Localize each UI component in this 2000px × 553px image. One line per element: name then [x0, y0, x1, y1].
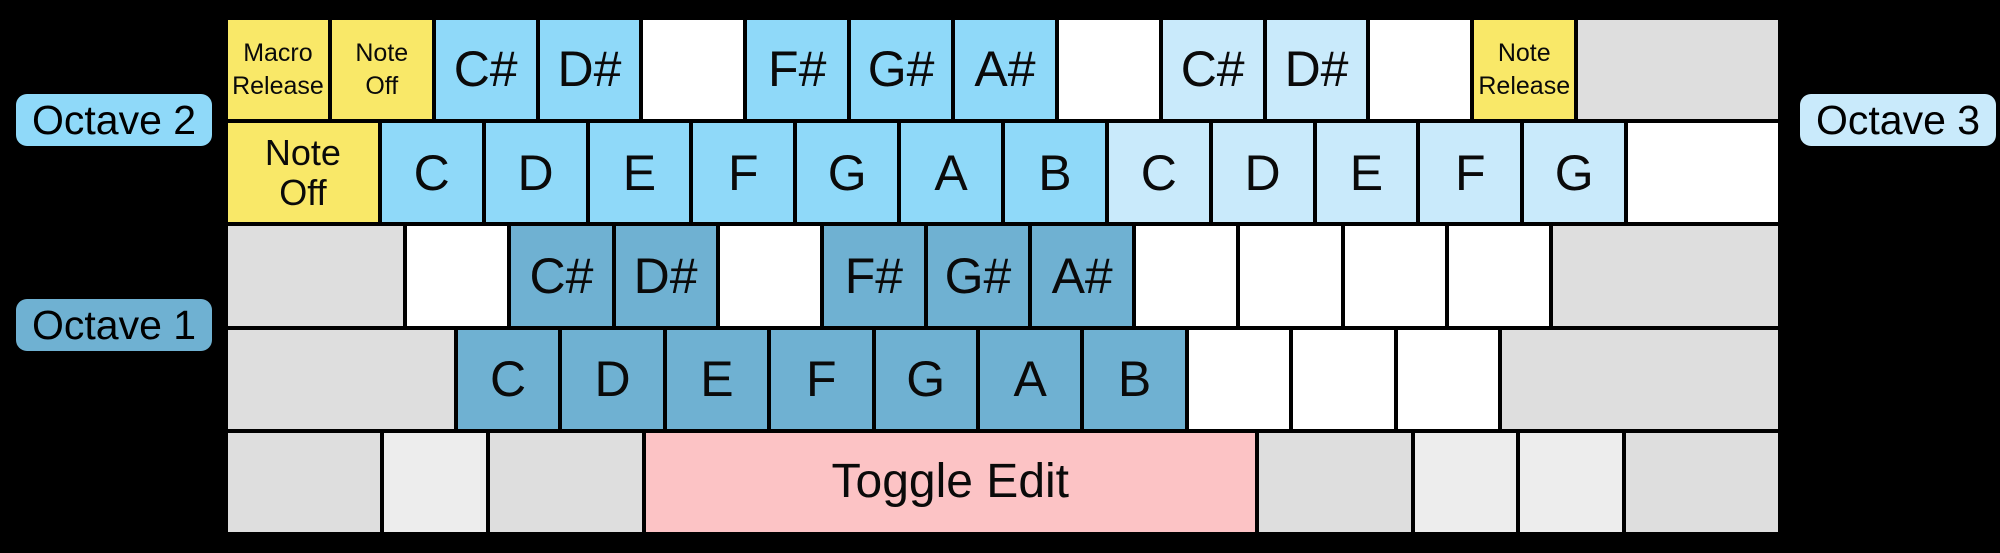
- key-note-g-oct3: G: [1522, 121, 1627, 225]
- key-blank: [405, 224, 510, 328]
- key-note-csharp-oct1: C#: [509, 224, 614, 328]
- octave-1-label: Octave 1: [16, 299, 213, 351]
- key-note-f-oct3: F: [1418, 121, 1523, 225]
- key-blank: [1626, 121, 1780, 225]
- key-macro-release: Macro Release: [226, 18, 330, 122]
- key-note-f-oct2: F: [691, 121, 796, 225]
- key-blank: [717, 224, 822, 328]
- key-blank: [1186, 327, 1292, 431]
- key-shift-left: [226, 327, 456, 431]
- key-blank: [1395, 327, 1500, 431]
- key-note-off: Note Off: [329, 18, 434, 122]
- key-note-e-oct3: E: [1314, 121, 1419, 225]
- key-note-fsharp-oct2: F#: [745, 18, 850, 122]
- key-blank: [1446, 224, 1551, 328]
- key-blank: [1056, 18, 1161, 122]
- key-menu: [1518, 430, 1624, 535]
- key-note-b-oct1: B: [1082, 327, 1187, 431]
- key-blank: [641, 18, 746, 122]
- keyboard-row-3: C#D# F#G#A#: [226, 224, 1781, 328]
- key-blank: [1238, 224, 1343, 328]
- key-note-asharp-oct2: A#: [953, 18, 1057, 122]
- key-note-a-oct2: A: [899, 121, 1003, 225]
- key-note-gsharp-oct1: G#: [925, 224, 1031, 328]
- octave-2-label: Octave 2: [16, 94, 213, 146]
- key-note-dsharp-oct1: D#: [613, 224, 718, 328]
- key-note-d-oct3: D: [1210, 121, 1315, 225]
- key-capslock: [226, 224, 406, 328]
- key-note-g-oct2: G: [795, 121, 900, 225]
- key-note-c-oct1: C: [455, 327, 561, 431]
- key-note-dsharp-oct2: D#: [537, 18, 642, 122]
- key-note-f-oct1: F: [769, 327, 874, 431]
- key-note-asharp-oct1: A#: [1030, 224, 1135, 328]
- octave-3-label: Octave 3: [1800, 94, 1997, 146]
- key-blank: [1342, 224, 1447, 328]
- keyboard-row-5: Toggle Edit: [226, 430, 1781, 535]
- key-backspace: [1576, 18, 1780, 122]
- key-win-right: [1412, 430, 1519, 535]
- key-space-toggle-edit: Toggle Edit: [643, 430, 1257, 535]
- key-blank: [1368, 18, 1473, 122]
- key-alt-right: [1256, 430, 1413, 535]
- key-blank: [1291, 327, 1396, 431]
- key-note-gsharp-oct2: G#: [849, 18, 954, 122]
- key-note-e-oct2: E: [587, 121, 692, 225]
- key-note-g-oct1: G: [873, 327, 978, 431]
- key-shift-right: [1499, 327, 1781, 431]
- key-alt-left: [487, 430, 644, 535]
- key-note-fsharp-oct1: F#: [821, 224, 926, 328]
- key-ctrl-left: [226, 430, 383, 535]
- key-note-csharp-oct3: C#: [1160, 18, 1265, 122]
- key-note-b-oct2: B: [1002, 121, 1107, 225]
- key-note-dsharp-oct3: D#: [1264, 18, 1369, 122]
- key-note-d-oct2: D: [483, 121, 588, 225]
- key-note-csharp-oct2: C#: [433, 18, 538, 122]
- key-note-c-oct2: C: [379, 121, 484, 225]
- key-note-e-oct1: E: [664, 327, 770, 431]
- key-note-release: Note Release: [1472, 18, 1577, 122]
- key-win-left: [382, 430, 488, 535]
- key-ctrl-right: [1623, 430, 1781, 535]
- key-enter: [1550, 224, 1781, 328]
- key-note-a-oct1: A: [977, 327, 1083, 431]
- key-note-c-oct3: C: [1106, 121, 1211, 225]
- key-note-d-oct1: D: [560, 327, 665, 431]
- key-note-off-tab: Note Off: [226, 121, 380, 225]
- key-blank: [1134, 224, 1239, 328]
